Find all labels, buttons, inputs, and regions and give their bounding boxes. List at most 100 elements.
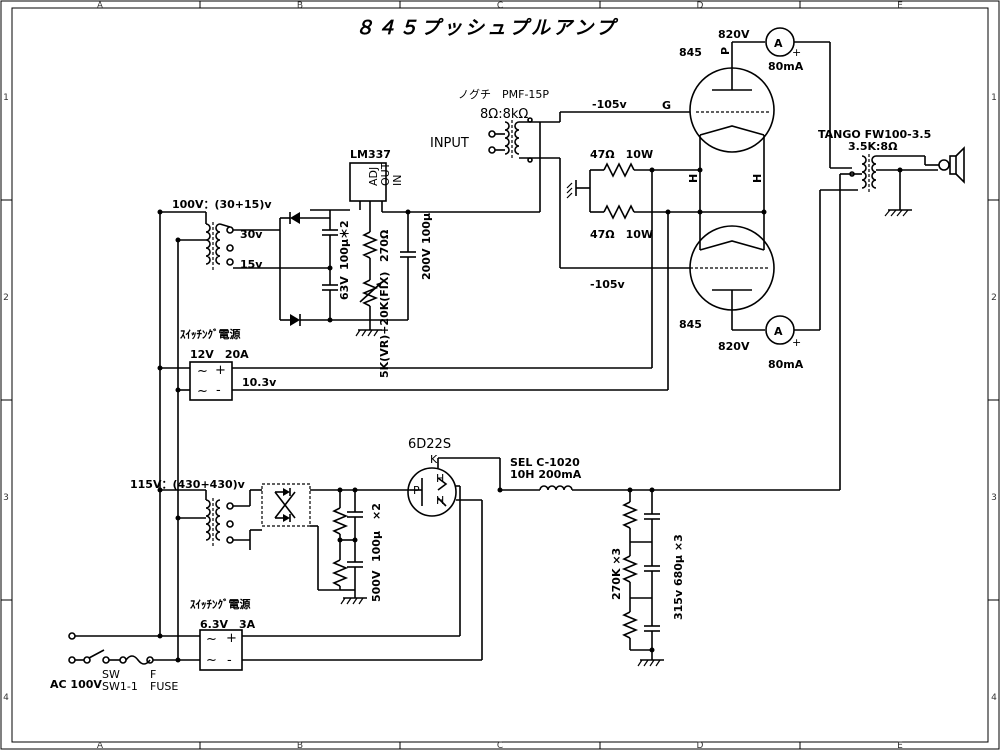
capacitor-100u-a — [322, 226, 338, 268]
meter-bottom-plus: + — [792, 336, 801, 349]
label-input: INPUT — [430, 136, 469, 151]
capacitor-100u-200v — [400, 251, 416, 258]
meter-bottom: A + — [765, 315, 801, 349]
ps2-plus: + — [226, 631, 237, 646]
tube-845-top — [689, 52, 775, 160]
meter-top-letter: A — [774, 37, 783, 50]
fuse — [119, 655, 178, 665]
psu-12v: ~ ~ + - — [189, 361, 233, 401]
damper-tube-6d22s — [407, 467, 457, 517]
label-270r: 270Ω — [378, 229, 391, 262]
label-80ma-top: 80mA — [768, 60, 804, 73]
label-noguchi: ノグチ PMF-15P — [458, 87, 549, 101]
label-lm337: LM337 — [350, 148, 391, 161]
label-switching-ps1: ｽｲｯﾁﾝｸﾞ電源 — [180, 327, 241, 341]
label-845-top: 845 — [679, 46, 702, 59]
col-a-top: A — [97, 1, 104, 11]
label-neg105-top: -105v — [592, 98, 628, 111]
filter-capacitor-stack — [644, 490, 660, 660]
label-80ma-bottom: 80mA — [768, 358, 804, 371]
label-ac100: AC 100V — [50, 678, 102, 691]
ps2-tilde-b: ~ — [206, 653, 217, 668]
col-a-bottom: A — [97, 741, 104, 750]
col-c-bottom: C — [497, 741, 503, 750]
label-10v3: 10.3v — [242, 376, 277, 389]
label-ps1-rating: 12V 20A — [190, 348, 249, 361]
speaker-icon — [924, 146, 965, 184]
ground-hv — [340, 597, 367, 605]
label-vr: 5K(VR)+20K(FIX) — [378, 272, 391, 378]
ps1-plus: + — [215, 363, 226, 378]
label-tango: TANGO FW100-3.5 — [818, 128, 931, 141]
label-6d22s-h1: H — [436, 472, 444, 485]
bleeder-resistor-stack — [621, 490, 639, 650]
label-30v: 30v — [240, 228, 263, 241]
label-100v: 100V：(30+15)v — [172, 198, 272, 211]
label-sw11: SW1-1 — [102, 680, 138, 693]
col-b-top: B — [297, 1, 303, 11]
col-e-top: E — [897, 1, 903, 11]
col-c-top: C — [497, 1, 503, 11]
label-15v: 15v — [240, 258, 263, 271]
ps1-minus: - — [216, 383, 221, 398]
ac-mains — [68, 632, 160, 664]
lm337-adj: ADJ — [367, 167, 380, 186]
input-transformer — [488, 117, 560, 163]
label-tango-ratio: 3.5K:8Ω — [848, 140, 898, 153]
psu-6v3: ~ ~ + - — [199, 629, 243, 671]
label-h2: H — [751, 174, 764, 183]
label-ps2-rating: 6.3V 3A — [200, 618, 256, 631]
capacitor-100u-b — [322, 268, 338, 320]
row-3-left: 3 — [3, 493, 9, 503]
label-fuse: FUSE — [150, 680, 178, 693]
label-47r-bottom: 47Ω 10W — [590, 228, 653, 241]
label-sel-spec: 10H 200mA — [510, 468, 582, 481]
row-2-right: 2 — [991, 293, 997, 303]
diode-top — [280, 212, 330, 224]
label-200v: 200V — [420, 248, 433, 280]
bias-transformer — [160, 211, 234, 270]
hv-transformer — [160, 489, 234, 546]
label-270k: 270K ×3 — [610, 548, 623, 600]
label-g-top: G — [662, 99, 671, 112]
choke-inductor — [539, 485, 573, 491]
variable-resistor — [359, 279, 383, 307]
ground-bleeder — [637, 659, 664, 667]
label-x2: ×2 — [370, 503, 383, 520]
col-d-top: D — [697, 1, 704, 11]
ground-output — [884, 209, 912, 217]
hv-caps — [347, 490, 363, 598]
lm337-regulator: ADJ OUT IN — [349, 162, 404, 202]
tube-845-bottom — [689, 225, 775, 320]
label-sel: SEL C-1020 — [510, 456, 580, 469]
label-cap-100ux2: 100μ＊2 — [338, 220, 351, 270]
col-d-bottom: D — [697, 741, 704, 750]
label-noguchi-ratio: 8Ω:8kΩ — [480, 107, 528, 122]
row-4-left: 4 — [3, 693, 9, 703]
label-6d22s-k: K — [430, 453, 438, 466]
label-switching-ps2: ｽｲｯﾁﾝｸﾞ電源 — [190, 597, 251, 611]
label-cap-100u: 100μ — [420, 213, 433, 244]
ps2-minus: - — [227, 653, 232, 668]
grid-labels: A B C D E A B C D E 1 2 3 4 1 2 3 4 — [3, 1, 997, 750]
label-845-bottom: 845 — [679, 318, 702, 331]
meter-top-plus: + — [792, 46, 801, 59]
label-820v-bottom: 820V — [718, 340, 750, 353]
row-1-left: 1 — [3, 93, 9, 103]
resistor-47-bottom — [590, 204, 764, 220]
ps2-tilde-a: ~ — [206, 632, 217, 647]
col-e-bottom: E — [897, 741, 903, 750]
output-transformer — [820, 154, 938, 210]
label-6d22s: 6D22S — [408, 437, 451, 452]
label-47r-top: 47Ω 10W — [590, 148, 653, 161]
label-115v: 115V：(430+430)v — [130, 478, 246, 491]
col-b-bottom: B — [297, 741, 303, 750]
label-6d22s-p: P — [413, 484, 420, 497]
ps1-tilde-a: ~ — [197, 364, 208, 379]
meter-top: A + — [765, 27, 801, 59]
label-500v: 500V — [370, 570, 383, 602]
bridge-rectifier — [261, 483, 311, 527]
row-2-left: 2 — [3, 293, 9, 303]
label-h1: H — [687, 174, 700, 183]
